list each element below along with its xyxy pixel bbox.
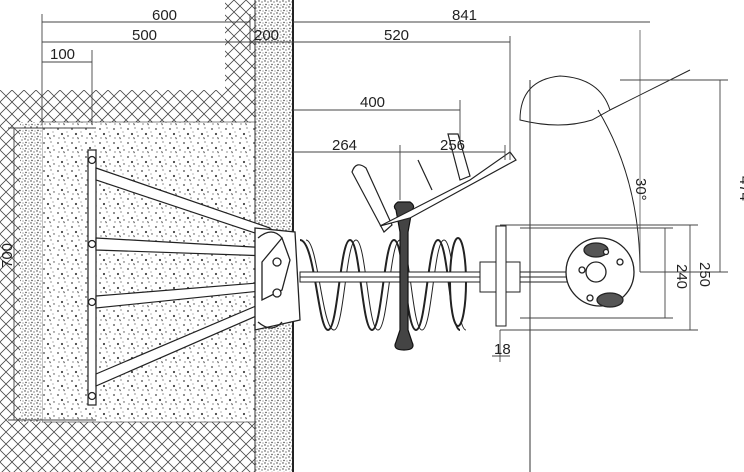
dimension-lines bbox=[8, 14, 728, 421]
dim-474: 474 bbox=[736, 176, 744, 201]
dim-240: 240 bbox=[673, 264, 690, 289]
dim-200: 200 bbox=[254, 27, 279, 44]
dim-600: 600 bbox=[152, 7, 177, 24]
dim-520: 520 bbox=[384, 27, 409, 44]
angle-30: 30° bbox=[632, 178, 649, 201]
concrete-foundation bbox=[20, 121, 256, 423]
dim-256: 256 bbox=[440, 137, 465, 154]
dim-100: 100 bbox=[50, 46, 75, 63]
dim-264: 264 bbox=[332, 137, 357, 154]
dim-700: 700 bbox=[0, 243, 16, 268]
mounting-bracket bbox=[254, 227, 301, 331]
seat-disc bbox=[565, 237, 635, 308]
handle-bar bbox=[393, 201, 415, 351]
dim-250: 250 bbox=[696, 262, 713, 287]
anchor-frame bbox=[87, 149, 271, 406]
dim-400: 400 bbox=[360, 94, 385, 111]
upper-handle bbox=[351, 133, 517, 233]
dim-500: 500 bbox=[132, 27, 157, 44]
dim-841: 841 bbox=[452, 7, 477, 24]
seat-profile bbox=[519, 69, 691, 273]
dim-18: 18 bbox=[494, 341, 511, 358]
coil-spring bbox=[299, 237, 467, 332]
